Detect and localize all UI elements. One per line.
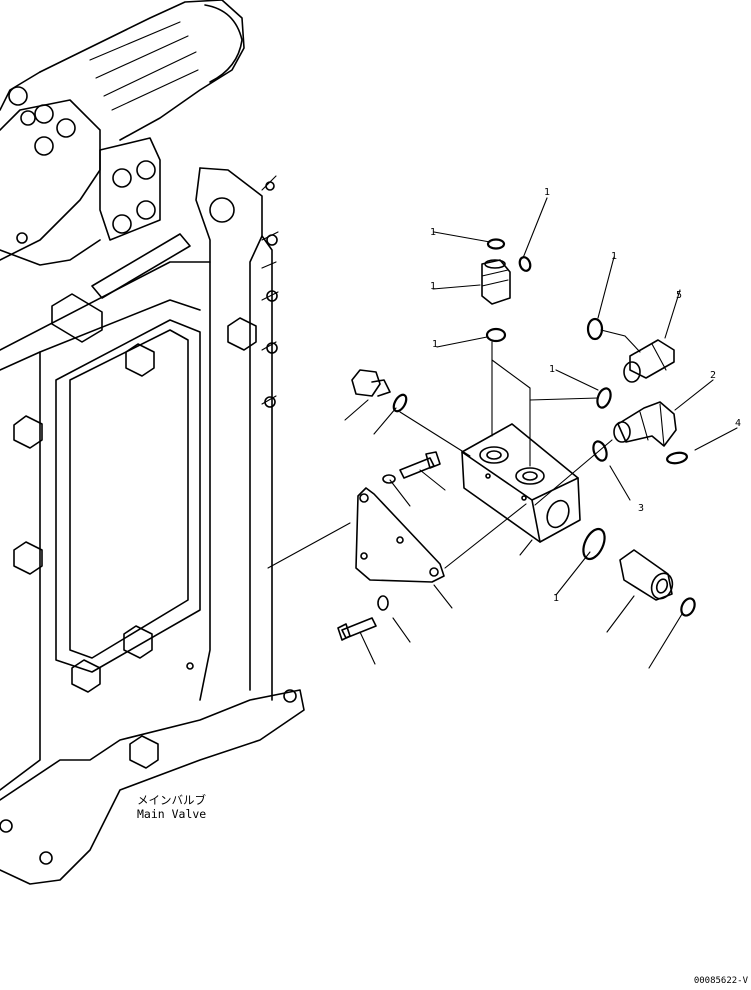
callout-3: 1 xyxy=(430,281,437,292)
straight-fitting-top xyxy=(481,259,511,305)
callout-11: 1 xyxy=(553,593,560,604)
fitting-5 xyxy=(623,339,675,383)
main-valve-body xyxy=(0,0,305,885)
mounting-plate xyxy=(355,487,445,583)
callout-2: 1 xyxy=(544,187,551,198)
callout-1: 1 xyxy=(430,227,437,238)
main-valve-label: メインバルブ Main Valve xyxy=(137,793,206,821)
main-valve-label-jp: メインバルブ xyxy=(137,793,206,807)
fitting-2 xyxy=(613,401,677,447)
callout-10: 3 xyxy=(638,503,645,514)
callout-5: 1 xyxy=(611,251,618,262)
leader-lines xyxy=(267,197,738,669)
callout-7: 1 xyxy=(549,364,556,375)
callout-8: 2 xyxy=(710,370,717,381)
plug-bolt xyxy=(351,369,391,397)
mounting-bolts xyxy=(337,451,441,641)
fitting-lower xyxy=(619,549,674,601)
callout-4: 1 xyxy=(432,339,439,350)
o-rings xyxy=(392,238,696,617)
callout-6: 5 xyxy=(676,290,683,301)
main-valve-label-en: Main Valve xyxy=(137,807,207,821)
callout-9: 4 xyxy=(735,418,742,429)
manifold-block xyxy=(461,423,581,543)
drawing-id: 00085622-V xyxy=(693,976,748,986)
